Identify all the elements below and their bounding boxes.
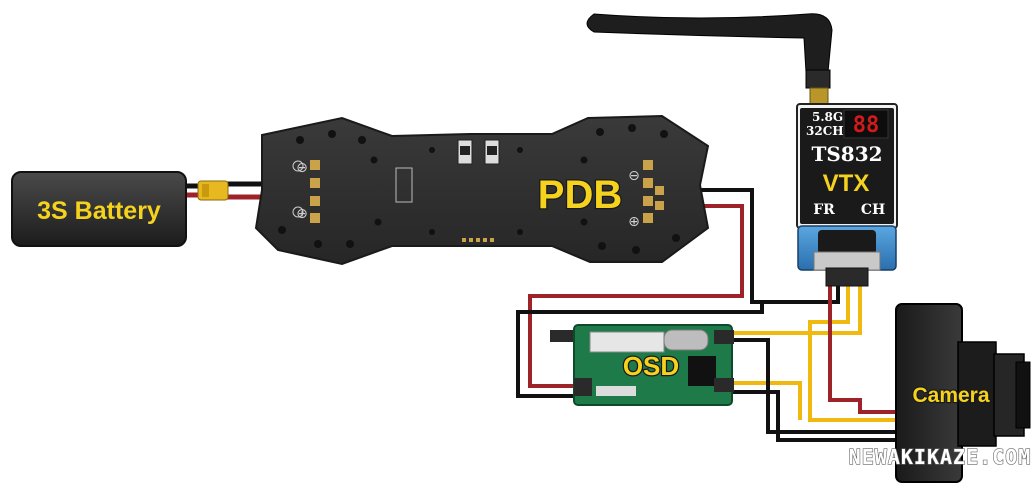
vtx-button-fr: FR bbox=[813, 202, 835, 218]
pdb-silkscreen-box bbox=[395, 167, 413, 203]
antenna bbox=[586, 13, 833, 105]
vtx-display bbox=[843, 109, 889, 139]
pdb-pads-right bbox=[643, 160, 664, 223]
wire-osd-video-in bbox=[732, 381, 802, 420]
wire-vtx-osd-video bbox=[808, 285, 900, 422]
camera: Camera bbox=[895, 303, 1031, 483]
pdb-label: PDB bbox=[538, 173, 622, 217]
wire-osd-ground-loop bbox=[516, 302, 764, 398]
pdb-holes bbox=[278, 124, 680, 254]
pdb-header-pins bbox=[462, 238, 494, 242]
pdb-board: ⊖ ⊕ ⊖ ⊕ PDB bbox=[254, 114, 710, 266]
wire-camera-power bbox=[828, 285, 900, 414]
battery-label: 3S Battery bbox=[37, 197, 161, 225]
camera-label: Camera bbox=[912, 384, 989, 407]
wire-pdb-vtx-ground bbox=[662, 188, 840, 304]
vtx-chip bbox=[818, 230, 876, 254]
vtx: 5.8G 32CH 88 TS832 VTX FR CH bbox=[586, 13, 898, 287]
pdb-minus-right: ⊖ bbox=[628, 168, 640, 184]
pdb-pads-left bbox=[292, 160, 320, 223]
pdb-plus-left: ⊕ bbox=[296, 206, 308, 222]
vtx-button-ch: CH bbox=[861, 202, 885, 218]
osd-label: OSD bbox=[623, 351, 679, 381]
vtx-label: VTX bbox=[823, 170, 870, 197]
osd-chip bbox=[688, 356, 716, 386]
osd-pin-header bbox=[550, 330, 576, 342]
battery-box bbox=[11, 171, 187, 247]
pdb-minus-left: ⊖ bbox=[296, 160, 308, 176]
pdb-plus-right: ⊕ bbox=[628, 214, 640, 230]
vtx-connector bbox=[825, 267, 869, 287]
watermark: NEWAKIKAZE.COM bbox=[849, 445, 1032, 469]
wire-pdb-vtx-power bbox=[528, 204, 744, 388]
vtx-channels: 32CH bbox=[806, 124, 844, 138]
xt60-connector bbox=[197, 180, 229, 201]
battery: 3S Battery bbox=[11, 171, 187, 247]
pdb-outline bbox=[254, 114, 710, 266]
vtx-display-digits: 88 bbox=[853, 113, 880, 138]
wire-camera-ground bbox=[732, 338, 900, 434]
camera-lens-mount bbox=[957, 341, 997, 447]
wire-osd-camera-ground bbox=[732, 390, 900, 442]
osd-crystal bbox=[663, 329, 709, 351]
vtx-band: 5.8G bbox=[812, 110, 843, 124]
vtx-model: TS832 bbox=[811, 142, 882, 166]
osd-module: OSD bbox=[550, 324, 734, 406]
wire-osd-video-out bbox=[732, 285, 862, 335]
